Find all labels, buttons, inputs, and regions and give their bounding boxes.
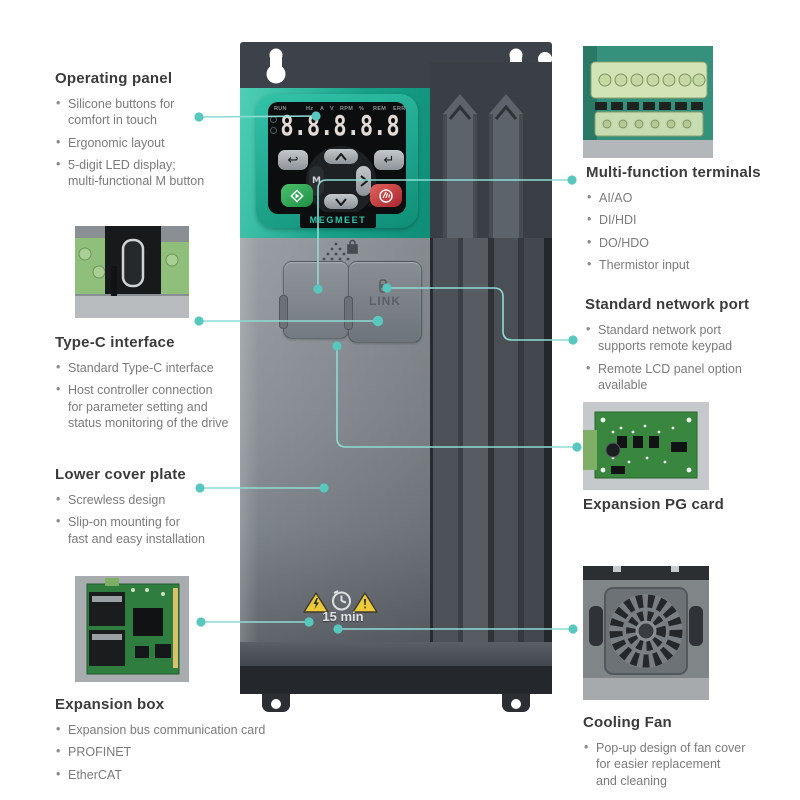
callout-bullet: Silicone buttons for comfort in touch — [55, 95, 230, 129]
callout-bullet: Remote LCD panel option available — [585, 360, 780, 394]
padlock-icon — [347, 239, 358, 254]
link-door: LINK — [348, 261, 422, 343]
pg-card-photo — [583, 402, 709, 490]
warning-lightning-icon — [303, 592, 329, 613]
dpad: M — [306, 146, 376, 216]
terminals-photo — [583, 46, 713, 158]
stop-icon — [379, 188, 393, 203]
callout-bullet: Standard network port supports remote ke… — [585, 321, 780, 355]
stop-button — [370, 184, 402, 207]
link-door-label: LINK — [369, 294, 401, 308]
lock-dots-icon — [322, 239, 358, 261]
callout-title: Expansion PG card — [583, 496, 724, 513]
callout-title: Standard network port — [585, 296, 750, 313]
callout-bullet: Screwless design — [55, 491, 245, 508]
brand-logo: MEGMEET — [309, 215, 367, 225]
terminal-door — [283, 261, 349, 339]
callout-bullet: Slip-on mounting for fast and easy insta… — [55, 513, 245, 547]
vent-fin-right — [489, 94, 523, 238]
typec-photo — [75, 226, 189, 318]
callout-title: Operating panel — [55, 70, 173, 87]
callout-bullet: Ergonomic layout — [55, 133, 230, 151]
callout-title: Type-C interface — [55, 334, 175, 351]
callout-bullet: 5-digit LED display; multi-functional M … — [55, 156, 230, 190]
callout-bullet: DO/HDO — [586, 233, 781, 251]
chevron-down-icon — [335, 197, 347, 206]
callout-bullet: AI/AO — [586, 189, 781, 206]
start-icon — [290, 188, 304, 203]
cooling-fan-photo — [583, 566, 709, 700]
callout-expansion-box: Expansion box Expansion bus communicatio… — [55, 696, 280, 789]
device-base — [240, 666, 552, 694]
callout-type-c: Type-C interface Standard Type-C interfa… — [55, 334, 255, 437]
callout-pg-card: Expansion PG card — [583, 496, 753, 522]
brand-strip: MEGMEET — [300, 212, 376, 228]
expansion-box-photo — [75, 576, 189, 682]
link-door-handle — [344, 296, 353, 330]
link-icon — [379, 279, 387, 293]
chevron-up-icon — [335, 152, 347, 161]
status-label-run: RUN — [274, 106, 287, 112]
keyhole-left-icon — [266, 48, 286, 84]
callout-title: Multi-function terminals — [586, 164, 761, 181]
dpad-right-button — [356, 166, 371, 196]
start-button — [281, 184, 313, 207]
terminal-door-handle — [279, 295, 288, 329]
status-label-rpm: RPM — [340, 106, 354, 112]
callout-terminals: Multi-function terminals AI/AO DI/HDI DO… — [586, 164, 781, 279]
chevron-right-icon — [359, 175, 368, 187]
mount-tab-right — [502, 694, 530, 712]
dpad-up-button — [324, 149, 358, 164]
status-label-pct: % — [359, 106, 365, 112]
warning-duration-label: 15 min — [322, 609, 364, 624]
callout-bullet: Host controller connection for parameter… — [55, 381, 255, 431]
callout-bullet: DI/HDI — [586, 211, 781, 228]
callout-bullet: Expansion bus communication card — [55, 721, 280, 738]
status-label-err: ERR — [393, 106, 406, 112]
heatsink-ribs — [430, 238, 552, 642]
dpad-down-button — [324, 194, 358, 209]
led-indicator — [270, 127, 277, 134]
callout-bullet: Thermistor input — [586, 256, 781, 273]
callout-bullet: PROFINET — [55, 743, 280, 760]
device-bottom-band — [240, 642, 552, 666]
status-label-a: A — [320, 106, 325, 112]
callout-bullet: Standard Type-C interface — [55, 359, 255, 376]
warning-exclamation-icon — [352, 592, 378, 613]
callout-network-port: Standard network port Standard network p… — [585, 296, 780, 399]
callout-lower-cover: Lower cover plate Screwless design Slip-… — [55, 466, 245, 553]
status-label-v: V — [330, 106, 334, 112]
callout-cooling-fan: Cooling Fan Pop-up design of fan cover f… — [583, 714, 778, 795]
callout-title: Lower cover plate — [55, 466, 186, 483]
tab-hole — [511, 699, 521, 709]
callout-bullet: Pop-up design of fan cover for easier re… — [583, 739, 778, 789]
vent-fin-left — [443, 94, 477, 238]
callout-bullet: EtherCAT — [55, 765, 280, 783]
back-button: ↩ — [278, 150, 308, 170]
tab-hole — [271, 699, 281, 709]
status-label-rem: REM — [373, 106, 387, 112]
enter-button: ↵ — [374, 150, 404, 170]
typec-port-icon — [121, 238, 145, 288]
callout-title: Cooling Fan — [583, 714, 672, 731]
callout-operating-panel: Operating panel Silicone buttons for com… — [55, 70, 230, 195]
status-label-hz: Hz — [306, 106, 314, 112]
callout-title: Expansion box — [55, 696, 165, 713]
mount-tab-left — [262, 694, 290, 712]
warning-clock-icon — [332, 590, 351, 611]
